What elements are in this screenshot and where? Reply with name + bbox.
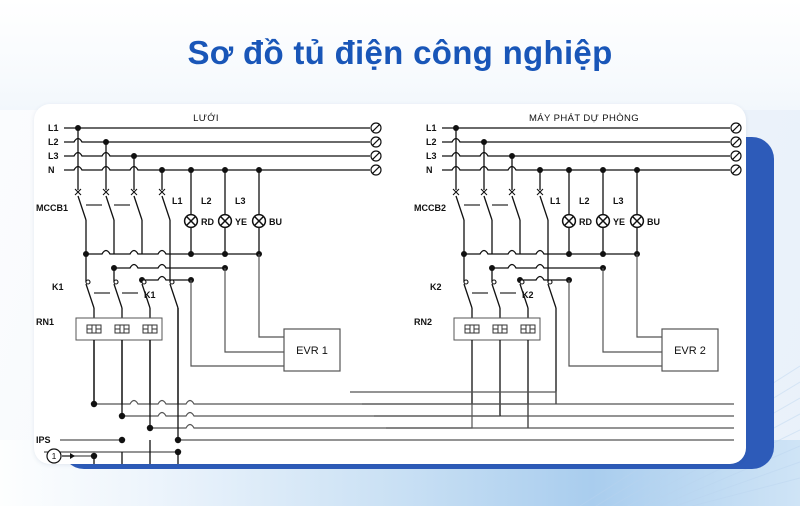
overload-label-rn2: RN2: [414, 317, 432, 327]
contactor-k2[interactable]: K2 K2: [430, 254, 557, 404]
panel-mains: LƯỚI L1 L2 L3 N: [36, 113, 734, 464]
lamp-code-bu-gen: BU: [647, 217, 660, 227]
evr1-feeds: [190, 254, 284, 367]
lamp-phase-l2-gen: L2: [579, 196, 590, 206]
bus-label-l1-gen: L1: [426, 123, 437, 133]
mid-bus-junctions-mains: [83, 251, 262, 283]
bus-label-l3: L3: [48, 151, 59, 161]
contactor-label-k2: K2: [430, 282, 442, 292]
voltage-relay-evr2[interactable]: EVR 2: [568, 254, 719, 372]
marker-label-1: 1: [52, 451, 57, 461]
marker-arrowhead: [70, 453, 75, 459]
vertical-rails-mains: [93, 440, 179, 464]
outgoing-bus-mains: [94, 399, 734, 441]
lamp-code-rd-gen: RD: [579, 217, 592, 227]
bus-junctions-mains: [75, 125, 262, 173]
lamp-ye-mains: [217, 213, 233, 229]
mid-bus-generator: [464, 249, 637, 281]
breaker-mccb1[interactable]: MCCB1 L1: [36, 188, 183, 254]
contactor-label-k1: K1: [52, 282, 64, 292]
lamp-code-ye-gen: YE: [613, 217, 625, 227]
contactor-label-k2b: K2: [522, 290, 534, 300]
bus-label-l2-gen: L2: [426, 137, 437, 147]
pole-marks-mccb2: [452, 188, 544, 196]
overload-label-rn1: RN1: [36, 317, 54, 327]
bus-terminals-generator: [730, 122, 742, 176]
bus-label-l1: L1: [48, 123, 59, 133]
lamp-phase-l3-gen: L3: [613, 196, 624, 206]
lamp-code-ye-mains: YE: [235, 217, 247, 227]
bus-label-n: N: [48, 165, 55, 175]
contactor-label-k1b: K1: [144, 290, 156, 300]
lamp-rd-generator: [561, 213, 577, 229]
voltage-relay-label-evr2: EVR 2: [674, 345, 706, 357]
bus-label-l2: L2: [48, 137, 59, 147]
ips-group[interactable]: IPS 1: [36, 435, 182, 464]
bus-junctions-generator: [453, 125, 640, 173]
bus-label-n-gen: N: [426, 165, 433, 175]
overload-relay-rn2[interactable]: RN2: [414, 317, 541, 428]
lamp-code-bu-mains: BU: [269, 217, 282, 227]
indicator-lamps-mains: L2 L3 RD YE BU: [183, 170, 282, 254]
lamp-bu-mains: [251, 213, 267, 229]
panel-heading-mains: LƯỚI: [193, 113, 219, 124]
bus-terminals-mains: [370, 122, 382, 176]
mid-bus-junctions-generator: [461, 251, 640, 283]
pole-marks-mccb1: [74, 188, 166, 196]
evr2-feeds: [568, 254, 662, 367]
generator-return-paths: [350, 391, 557, 429]
wiring-diagram: LƯỚI L1 L2 L3 N: [36, 113, 742, 464]
lamp-phase-l3-mains: L3: [235, 196, 246, 206]
lamp-ye-generator: [595, 213, 611, 229]
bus-drops-generator: [455, 128, 541, 190]
breaker-label-mccb1: MCCB1: [36, 203, 68, 213]
breaker-mccb2[interactable]: MCCB2 L1: [414, 188, 561, 254]
breaker-label-mccb2: MCCB2: [414, 203, 446, 213]
contact-terminals-k2: [463, 279, 553, 285]
neutral-pole-label-mains: L1: [172, 196, 183, 206]
contact-terminals-k1: [85, 279, 175, 285]
lamp-code-rd-mains: RD: [201, 217, 214, 227]
panel-heading-generator: MÁY PHÁT DỰ PHÒNG: [529, 113, 639, 124]
voltage-relay-evr1[interactable]: EVR 1: [190, 254, 341, 372]
marker-circle-1: [46, 448, 62, 464]
k1-downlinks: [93, 308, 179, 440]
bus-lines-mains: [64, 127, 370, 171]
panel-generator: MÁY PHÁT DỰ PHÒNG L1 L2 L3 N: [350, 113, 742, 429]
voltage-relay-label-evr1: EVR 1: [296, 345, 328, 357]
bus-drops-mains: [77, 128, 163, 190]
lamp-rd-mains: [183, 213, 199, 229]
lamp-bu-generator: [629, 213, 645, 229]
bus-lines-generator: [442, 127, 730, 171]
ips-label: IPS: [36, 435, 51, 445]
outgoing-junctions-mains: [90, 400, 182, 444]
overload-relay-rn1[interactable]: RN1: [36, 317, 163, 404]
bus-label-l3-gen: L3: [426, 151, 437, 161]
page-title: Sơ đồ tủ điện công nghiệp: [187, 34, 613, 71]
mid-bus-mains: [86, 249, 259, 281]
neutral-pole-label-gen: L1: [550, 196, 561, 206]
background-top-wash: [0, 0, 800, 110]
lamp-phase-l2-mains: L2: [201, 196, 212, 206]
indicator-lamps-generator: L2 L3 RD YE BU: [561, 170, 660, 254]
